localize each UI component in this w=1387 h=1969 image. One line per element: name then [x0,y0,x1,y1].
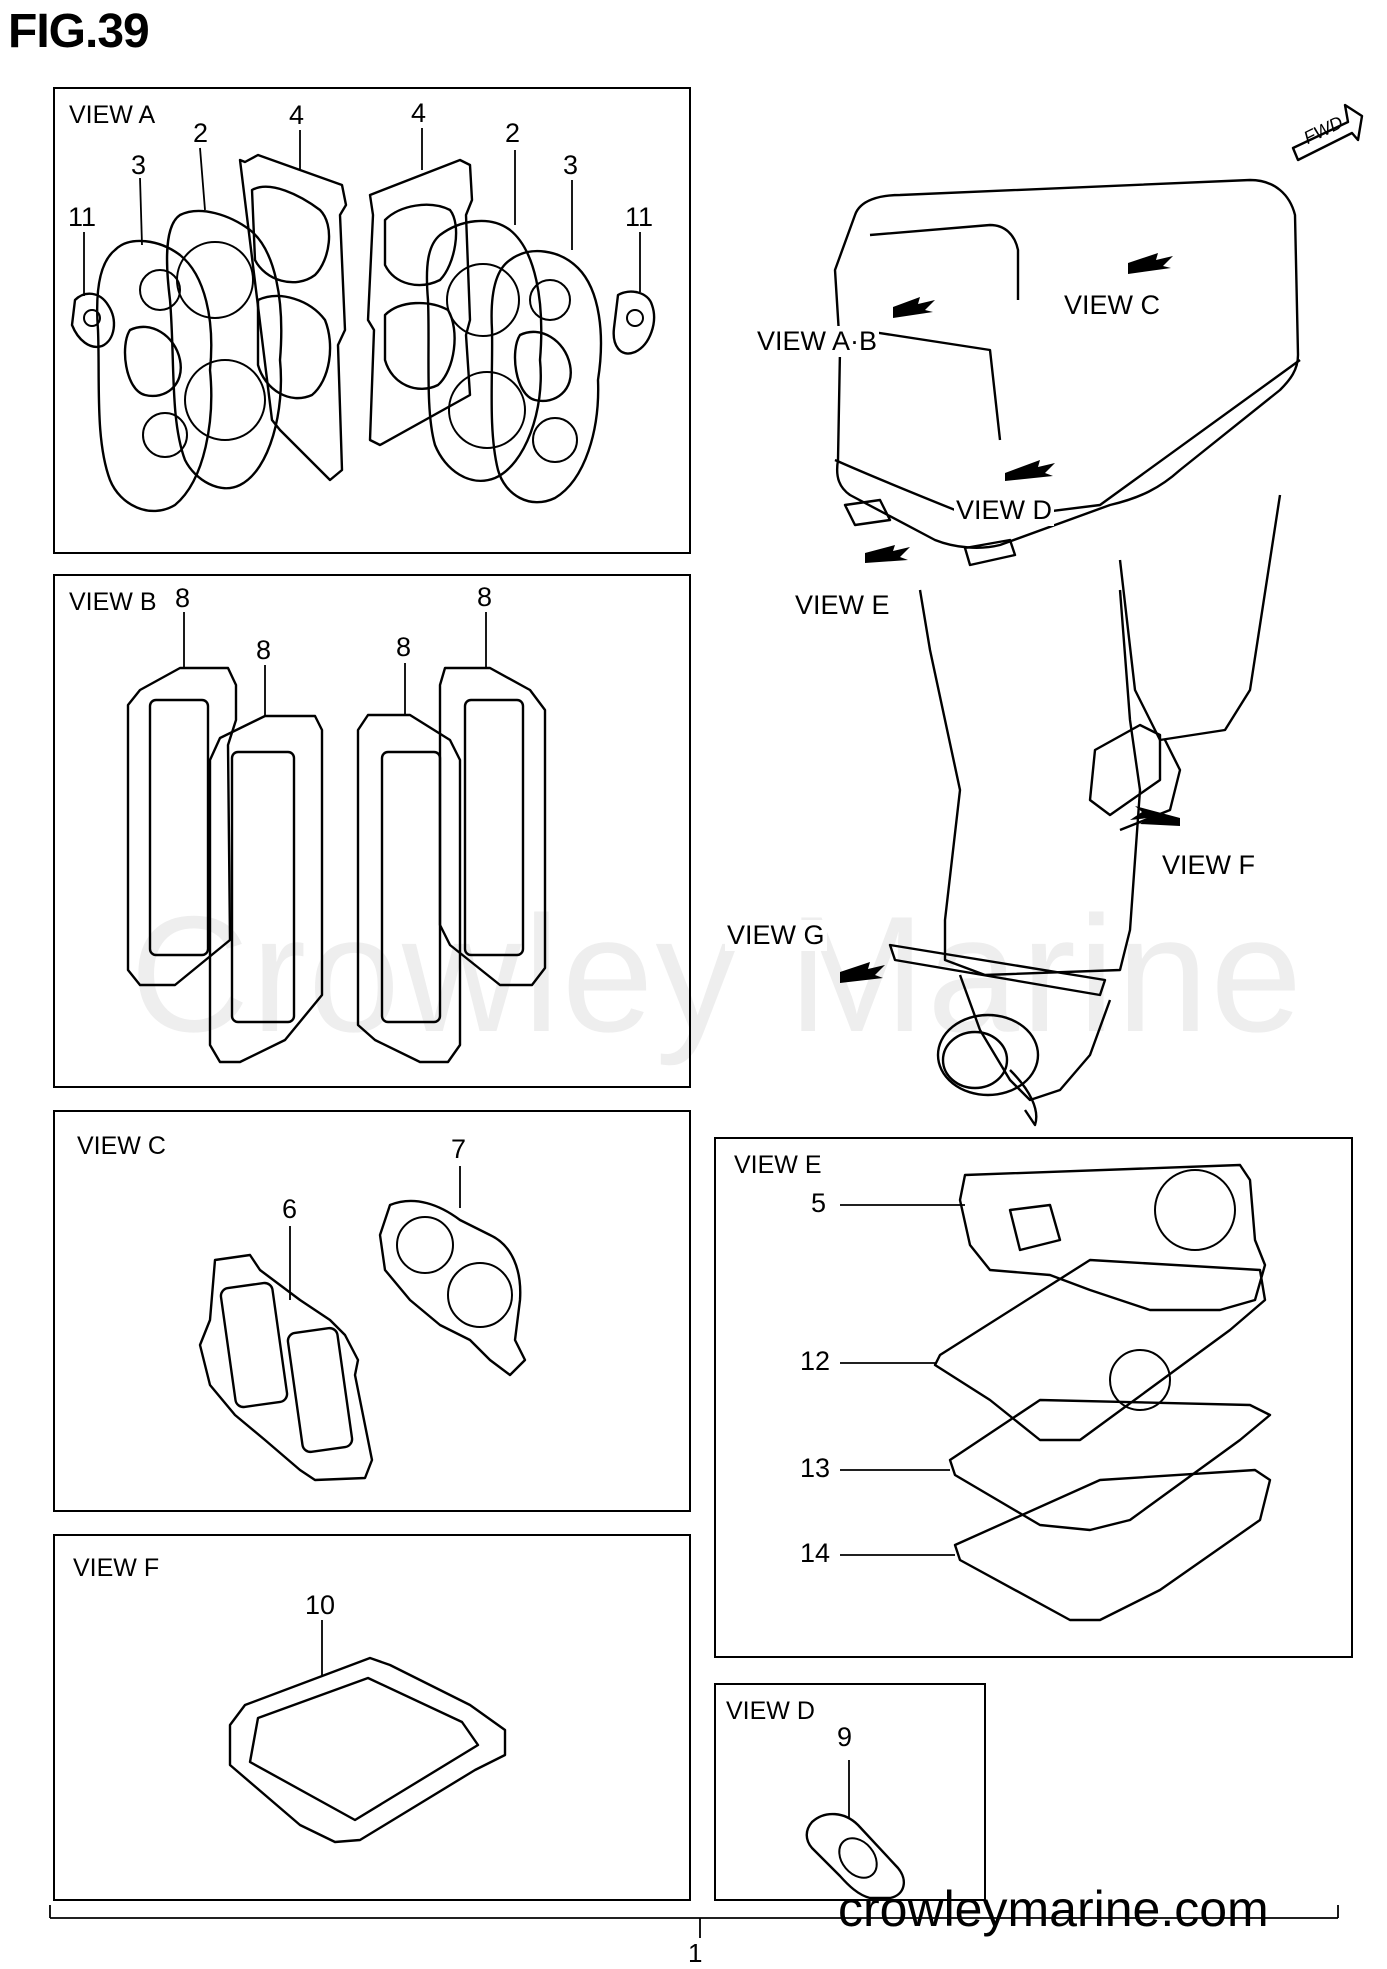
view-d-label: VIEW D [726,1697,815,1725]
view-e-panel: VIEW E [714,1137,1353,1658]
callout-part-3: 3 [563,150,579,180]
callout-part-13: 13 [800,1453,831,1483]
view-a-label: VIEW A [69,101,156,129]
callout-part-2: 2 [505,118,521,148]
outboard-label-view-e: VIEW E [793,590,892,621]
callout-part-8: 8 [396,632,412,662]
view-b-gaskets [126,612,547,1064]
figure-title: FIG.39 [8,5,150,58]
view-c-panel: VIEW C [53,1110,691,1512]
callout-part-8: 8 [256,635,272,665]
callout-part-2: 2 [193,118,209,148]
callout-part-6: 6 [282,1194,298,1224]
outboard-motor-drawing [833,103,1364,1127]
view-a-gaskets [70,128,656,513]
view-c-label: VIEW C [77,1132,166,1160]
outboard-label-view-ab: VIEW A·B [755,326,880,357]
callout-part-10: 10 [305,1590,336,1620]
view-d-gasket [805,1760,906,1900]
view-c-gaskets [198,1166,527,1482]
watermark: Crowley Marine [130,882,1305,1066]
callout-part-4: 4 [411,98,427,128]
callout-part-9: 9 [837,1722,853,1752]
callout-part-11: 11 [68,202,97,232]
view-f-panel: VIEW F [53,1534,691,1901]
callout-part-7: 7 [451,1134,467,1164]
callout-part-14: 14 [800,1538,831,1568]
view-f-gasket [228,1620,507,1844]
outboard-label-view-d: VIEW D [954,495,1055,526]
total-ref-number: 1 [688,1938,703,1968]
view-b-label: VIEW B [69,588,157,616]
view-e-gaskets [840,1163,1272,1622]
view-e-label: VIEW E [734,1151,822,1179]
outboard-label-view-g: VIEW G [725,920,827,951]
callout-part-8: 8 [175,583,191,613]
site-url: crowleymarine.com [838,1881,1269,1937]
outboard-label-view-c: VIEW C [1062,290,1163,321]
callout-part-11: 11 [625,202,654,232]
callout-part-4: 4 [289,100,305,130]
outboard-label-view-f: VIEW F [1160,850,1257,881]
callout-part-5: 5 [811,1188,827,1218]
callout-part-8: 8 [477,582,493,612]
view-d-panel: VIEW D [714,1683,986,1901]
view-b-panel: VIEW B [53,574,691,1088]
view-f-label: VIEW F [73,1554,160,1582]
total-bracket [49,1905,1339,1938]
view-a-panel: VIEW A [53,87,691,554]
callout-part-3: 3 [131,150,147,180]
callout-part-12: 12 [800,1346,831,1376]
